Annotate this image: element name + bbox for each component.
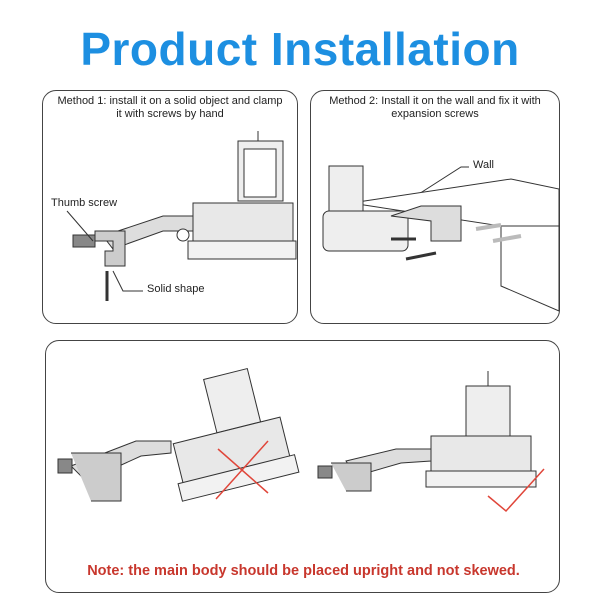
method-1-panel: Method 1: install it on a solid object a…	[42, 90, 298, 324]
upright-installation	[317, 371, 537, 492]
cross-icon	[215, 440, 269, 500]
caption-line: Method 1: install it on a solid object a…	[57, 95, 283, 107]
solid-shape-label: Solid shape	[147, 283, 205, 295]
method-1-caption: Method 1: install it on a solid object a…	[43, 95, 297, 121]
method-2-illustration	[322, 165, 560, 312]
method-2-panel: Method 2: Install it on the wall and fix…	[310, 90, 560, 324]
note-text: Note: the main body should be placed upr…	[87, 563, 520, 579]
comparison-illustration	[57, 367, 545, 513]
comparison-panel: Note: the main body should be placed upr…	[45, 340, 560, 593]
method-2-caption: Method 2: Install it on the wall and fix…	[311, 95, 559, 121]
wall-label: Wall	[473, 159, 494, 171]
skewed-installation	[172, 367, 300, 502]
caption-line: expansion screws	[391, 108, 479, 120]
caption-line: Method 2: Install it on the wall and fix…	[329, 95, 541, 107]
check-icon	[487, 468, 545, 513]
page-title: Product Installation	[80, 23, 520, 75]
method-1-illustration	[66, 131, 297, 301]
thumb-screw-label: Thumb screw	[51, 197, 118, 209]
caption-line: it with screws by hand	[116, 108, 224, 120]
